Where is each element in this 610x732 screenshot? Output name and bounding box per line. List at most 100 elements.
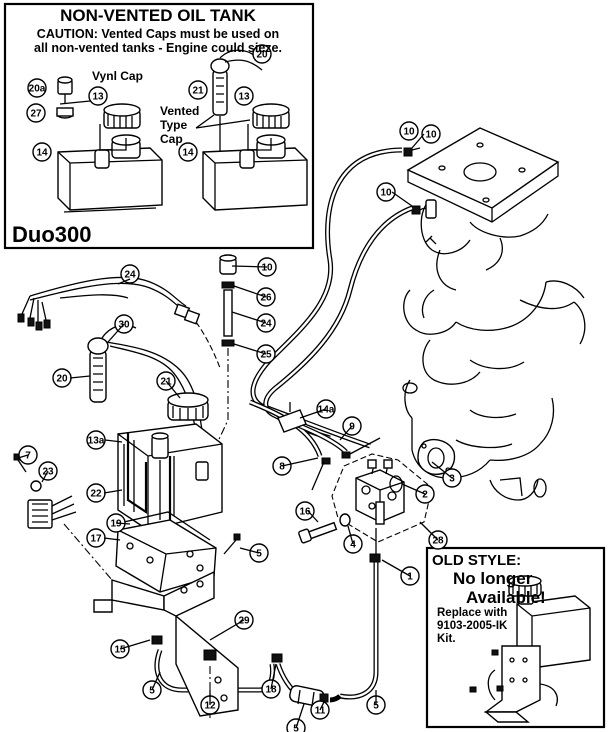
wire-harness-30 — [17, 276, 221, 369]
old-style-cap-icon — [508, 575, 542, 597]
old-style-bracket — [469, 645, 558, 723]
callout-number: 20a — [29, 84, 46, 95]
caution-text: CAUTION: Vented Caps must be used on all… — [8, 27, 308, 55]
inset-box-old-style — [425, 546, 606, 729]
bolt-4 — [298, 521, 338, 544]
callout-number: 10 — [425, 130, 437, 141]
replace-kit-text: Replace with 9103-2005-IK Kit. — [437, 607, 508, 645]
callout-number: 2 — [422, 490, 428, 501]
callout-number: 19 — [110, 519, 122, 530]
callout-number: 10 — [380, 188, 392, 199]
old-style-heading: OLD STYLE: — [432, 552, 522, 569]
callout-number: 13a — [88, 436, 105, 447]
model-label: Duo300 — [12, 222, 92, 247]
callout-17: 17 — [86, 528, 106, 548]
clamp-5-mid — [271, 653, 283, 663]
inset-callout-21: 21 — [188, 80, 208, 100]
callout-number: 10 — [403, 127, 415, 138]
connector-22 — [27, 480, 77, 529]
bracket-15 — [93, 570, 239, 717]
vented-cap-label: Vented Type Cap — [160, 104, 199, 146]
screw-29 — [223, 533, 241, 555]
mount-gasket-17 — [123, 511, 211, 541]
callout-number: 10 — [261, 263, 273, 274]
tank-cap-13a — [167, 392, 209, 421]
callout-number: 23 — [42, 467, 54, 478]
inset-cap-13-right — [247, 103, 290, 151]
vented-line-1: Vented — [160, 104, 200, 118]
callout-20: 20 — [52, 368, 72, 388]
callout-number: 27 — [30, 109, 42, 120]
vent-tube-25 — [223, 289, 233, 337]
callout-16: 16 — [295, 501, 315, 521]
inset-callout-14: 14 — [32, 142, 52, 162]
caution-line-1: CAUTION: Vented Caps must be used on — [36, 27, 280, 41]
sensor-21 — [87, 337, 109, 403]
callout-number: 4 — [350, 540, 356, 551]
manifold-flange — [417, 438, 456, 475]
callout-10: 10 — [399, 121, 419, 141]
inset-title: NON-VENTED OIL TANK — [60, 6, 256, 25]
inset-callout-13: 13 — [88, 86, 108, 106]
vent-cap-26 — [219, 254, 237, 275]
callout-number: 24 — [124, 270, 136, 281]
carb-screw — [425, 235, 437, 245]
inset-callout-27: 27 — [26, 103, 46, 123]
available-text: Available! — [466, 588, 546, 607]
clamp-10-lower — [321, 457, 331, 465]
callout-number: 21 — [192, 86, 204, 97]
callout-number: 15 — [114, 645, 126, 656]
oil-tank-14a — [117, 423, 223, 531]
callout-24: 24 — [120, 264, 140, 284]
callout-number: 13 — [92, 92, 104, 103]
callout-number: 5 — [256, 549, 262, 560]
inset-cap-13-left — [99, 103, 141, 151]
callout-number: 8 — [279, 462, 285, 473]
vented-line-3: Cap — [160, 132, 183, 146]
callout-number: 22 — [90, 489, 102, 500]
clamp-5-left — [151, 635, 163, 645]
inset-tank-left — [57, 134, 163, 213]
callout-number: 7 — [25, 451, 31, 462]
callout-number: 20 — [256, 50, 268, 61]
oil-pump — [355, 459, 405, 525]
callout-number: 1 — [407, 572, 413, 583]
callout-10: 10 — [421, 124, 441, 144]
inset-sensor-21 — [210, 49, 263, 152]
callout-22: 22 — [86, 483, 106, 503]
leader-lines — [17, 133, 453, 729]
callout-number: 5 — [149, 686, 155, 697]
callout-13a: 13a — [86, 430, 106, 450]
no-longer-text: No longer — [453, 569, 533, 588]
clamp-24-top — [221, 281, 235, 289]
inset-tank-right — [202, 134, 308, 211]
callout-number: 26 — [260, 293, 272, 304]
clamp-5-right — [369, 553, 381, 563]
callout-number: 9 — [349, 422, 355, 433]
callout-5: 5 — [286, 718, 306, 732]
callout-number: 12 — [204, 701, 216, 712]
callout-number: 18 — [265, 685, 277, 696]
pump-dashed-outline — [331, 453, 433, 543]
inset-callout-20: 20 — [252, 44, 272, 64]
inset-callout-13: 13 — [234, 86, 254, 106]
vynl-cap-label: Vynl Cap — [92, 69, 143, 83]
clamp-10-top — [403, 147, 421, 157]
bracket-leader-dash — [63, 523, 113, 581]
callout-number: 28 — [432, 536, 444, 547]
bolt-18 — [203, 649, 217, 661]
inset-callout-14: 14 — [178, 142, 198, 162]
callout-number: 5 — [373, 701, 379, 712]
callout-number: 17 — [90, 534, 102, 545]
callout-number: 3 — [449, 474, 455, 485]
vent-route — [213, 348, 229, 451]
callout-number: 20 — [56, 374, 68, 385]
tee-fitting-9 — [277, 402, 307, 433]
inset-box-non-vented — [3, 2, 315, 250]
callout-number: 14 — [36, 148, 48, 159]
clamp-10-mid — [411, 199, 437, 219]
washer-3 — [339, 513, 351, 527]
callout-number: 24 — [260, 319, 272, 330]
